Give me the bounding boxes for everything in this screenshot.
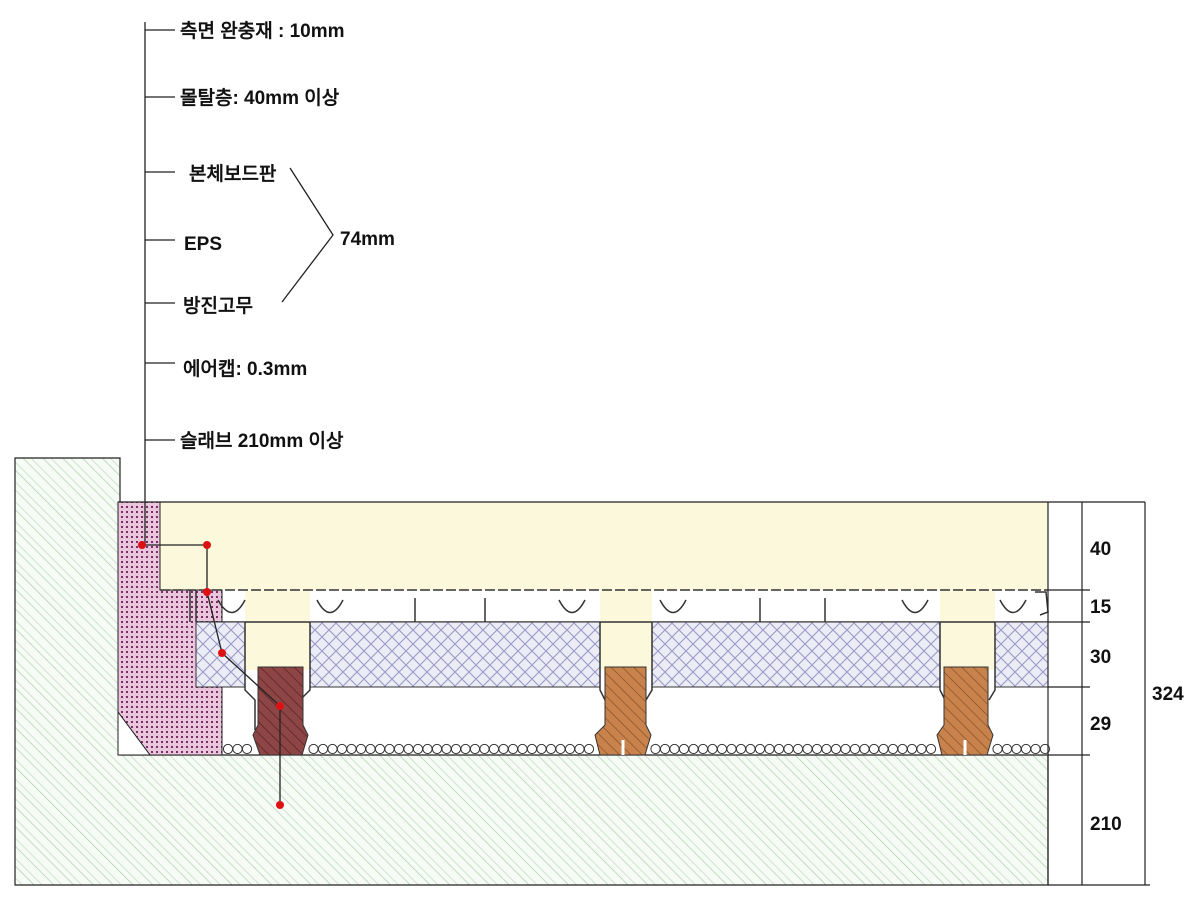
label-air-cap: 에어캡: 0.3mm [183,358,307,380]
mortar-pocket [600,590,652,670]
air-bubble [735,743,747,755]
air-bubble [764,743,775,755]
dim-30: 30 [1090,647,1111,668]
eps-block [651,621,941,688]
dim-15: 15 [1090,597,1112,618]
label-74mm: 74mm [340,229,395,250]
air-bubble [536,743,547,755]
air-bubble [241,743,253,755]
air-bubble [897,743,908,755]
label-mortar: 몰탈층: 40mm 이상 [180,87,340,109]
air-bubble [374,743,386,755]
air-bubble [802,743,813,755]
dim-40: 40 [1090,539,1111,560]
dim-210: 210 [1090,814,1122,835]
eps-block [309,621,601,688]
air-bubble [783,743,794,755]
air-bubble [669,743,680,755]
air-bubble [716,743,728,755]
air-bubble [574,743,585,755]
air-bubble [460,743,471,755]
air-bubble [317,743,329,755]
air-bubble [583,743,595,755]
mortar-pocket [245,590,310,670]
air-bubble [992,743,1003,755]
air-bubble [878,743,889,755]
air-bubble [697,743,709,755]
air-bubble [450,743,462,755]
air-bubble [678,743,690,755]
air-bubble [422,743,433,755]
eps-block [994,621,1049,688]
air-bubble [1030,743,1041,755]
air-bubble [830,743,842,755]
air-bubble [498,743,509,755]
air-bubble [849,743,861,755]
air-bubble [384,743,395,755]
air-bubble [792,743,804,755]
air-bubble [526,743,538,755]
air-bubble [545,743,557,755]
air-bubble [1011,743,1022,755]
air-bubble [222,743,234,755]
label-side-buffer: 측면 완충재 : 10mm [180,20,345,42]
air-bubble [906,743,918,755]
air-bubble [688,743,699,755]
air-bubble [479,743,490,755]
air-bubble [754,743,766,755]
corner-fill [117,710,151,756]
dim-29: 29 [1090,714,1111,735]
air-bubble [403,743,414,755]
air-bubble [726,743,737,755]
air-bubble [1001,743,1013,755]
label-board: 본체보드판 [189,163,277,185]
air-bubble [745,743,756,755]
air-bubble [393,743,405,755]
air-bubble [507,743,519,755]
air-bubble [346,743,357,755]
air-bubble [441,743,452,755]
air-bubble [327,743,338,755]
air-bubble [925,743,937,755]
air-bubble [887,743,899,755]
air-bubble [650,743,661,755]
air-bubble [488,743,500,755]
leader-dots [138,541,284,809]
air-bubble [840,743,851,755]
vibration-rubber-pad [936,666,994,756]
label-eps: EPS [184,234,222,255]
air-bubble [336,743,348,755]
air-bubble [469,743,481,755]
air-bubble [431,743,443,755]
label-slab: 슬래브 210mm 이상 [180,430,344,452]
mortar-pocket [940,590,995,670]
air-bubble [355,743,367,755]
air-bubble [868,743,880,755]
air-bubble [773,743,785,755]
vibration-rubber-pad [594,666,652,756]
air-bubble [707,743,718,755]
mortar-layer [160,502,1048,590]
air-bubble [659,743,671,755]
air-bubble [308,743,319,755]
air-bubble [821,743,832,755]
air-bubble [232,743,243,755]
air-bubble [412,743,424,755]
air-bubble [517,743,528,755]
air-bubble [1020,743,1032,755]
dimension-lines [1048,502,1150,886]
leader-lines [142,22,334,805]
air-bubble [555,743,566,755]
air-bubble [564,743,576,755]
air-bubble [811,743,823,755]
air-bubble [916,743,927,755]
label-rubber: 방진고무 [183,295,253,317]
air-bubble [1039,743,1051,755]
air-bubble [365,743,376,755]
dim-324: 324 [1152,684,1184,705]
air-bubble [859,743,870,755]
air-cap-layer [222,743,1051,755]
